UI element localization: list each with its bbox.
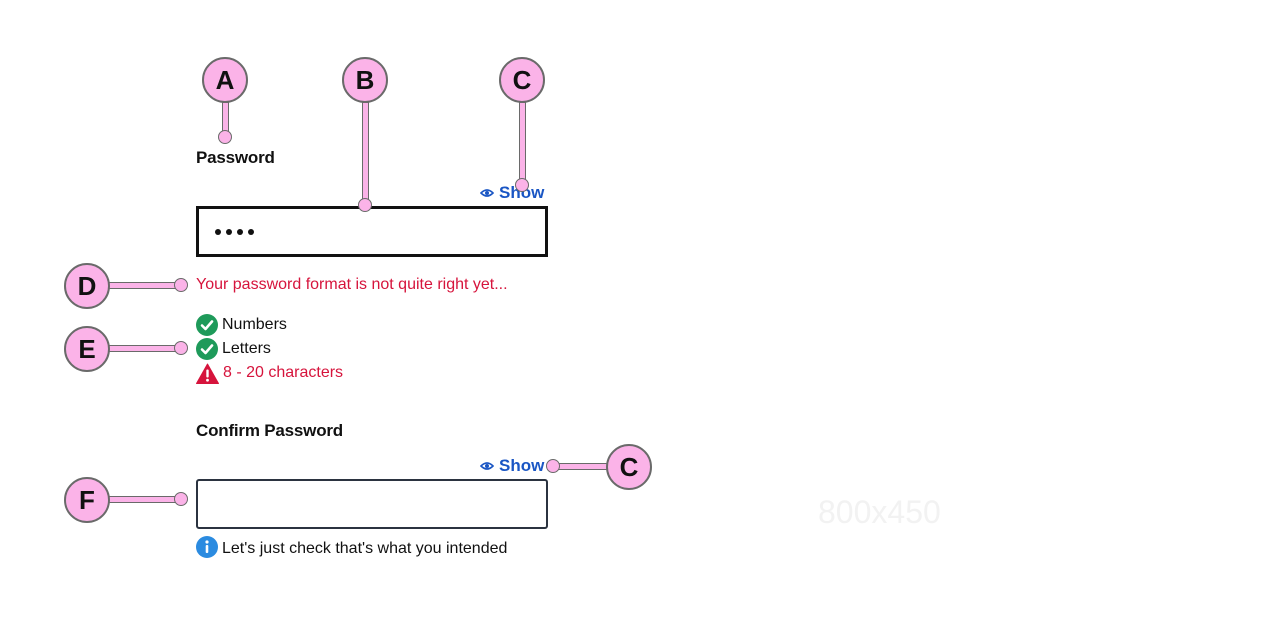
rule-label: Letters (222, 340, 271, 357)
callout-e-anchor (174, 341, 188, 355)
callout-d-leader (108, 282, 180, 289)
password-dot (248, 228, 254, 235)
callout-f-leader (108, 496, 180, 503)
callout-c-top-leader (519, 102, 526, 186)
callout-f: F (64, 477, 110, 523)
eye-icon (480, 461, 494, 471)
password-dot (226, 228, 232, 235)
info-circle-icon (196, 535, 218, 563)
confirm-show-toggle[interactable]: Show (480, 456, 544, 476)
rule-length: 8 - 20 characters (196, 362, 343, 384)
callout-b-anchor (358, 198, 372, 212)
check-circle-icon (196, 314, 218, 336)
callout-e: E (64, 326, 110, 372)
callout-b: B (342, 57, 388, 103)
check-circle-icon (196, 338, 218, 360)
confirm-password-input[interactable] (196, 479, 548, 529)
password-dot (215, 228, 221, 235)
eye-icon (480, 188, 494, 198)
rule-label: Numbers (222, 316, 287, 333)
warning-triangle-icon (196, 363, 219, 384)
info-text: Let's just check that's what you intende… (222, 540, 508, 557)
confirm-password-label: Confirm Password (196, 421, 343, 440)
rule-letters: Letters (196, 338, 271, 360)
password-error-message: Your password format is not quite right … (196, 276, 508, 293)
callout-e-leader (108, 345, 180, 352)
callout-a-anchor (218, 130, 232, 144)
callout-a: A (202, 57, 248, 103)
password-dot (237, 228, 243, 235)
password-show-label: Show (499, 183, 545, 202)
callout-b-leader (362, 102, 369, 206)
callout-c-bottom: C (606, 444, 652, 490)
masked-password (215, 228, 254, 235)
rule-label: 8 - 20 characters (223, 364, 344, 381)
callout-f-anchor (174, 492, 188, 506)
dimension-watermark: 800x450 (818, 494, 941, 530)
callout-d-anchor (174, 278, 188, 292)
rule-numbers: Numbers (196, 314, 287, 336)
callout-c-top-anchor (515, 178, 529, 192)
callout-c-bottom-leader (553, 463, 609, 470)
password-input[interactable] (196, 206, 548, 257)
confirm-show-label: Show (499, 456, 545, 475)
password-show-toggle[interactable]: Show (480, 183, 544, 203)
confirm-info-message: Let's just check that's what you intende… (196, 535, 508, 563)
callout-c-top: C (499, 57, 545, 103)
callout-d: D (64, 263, 110, 309)
password-label: Password (196, 148, 275, 167)
callout-c-bottom-anchor (546, 459, 560, 473)
